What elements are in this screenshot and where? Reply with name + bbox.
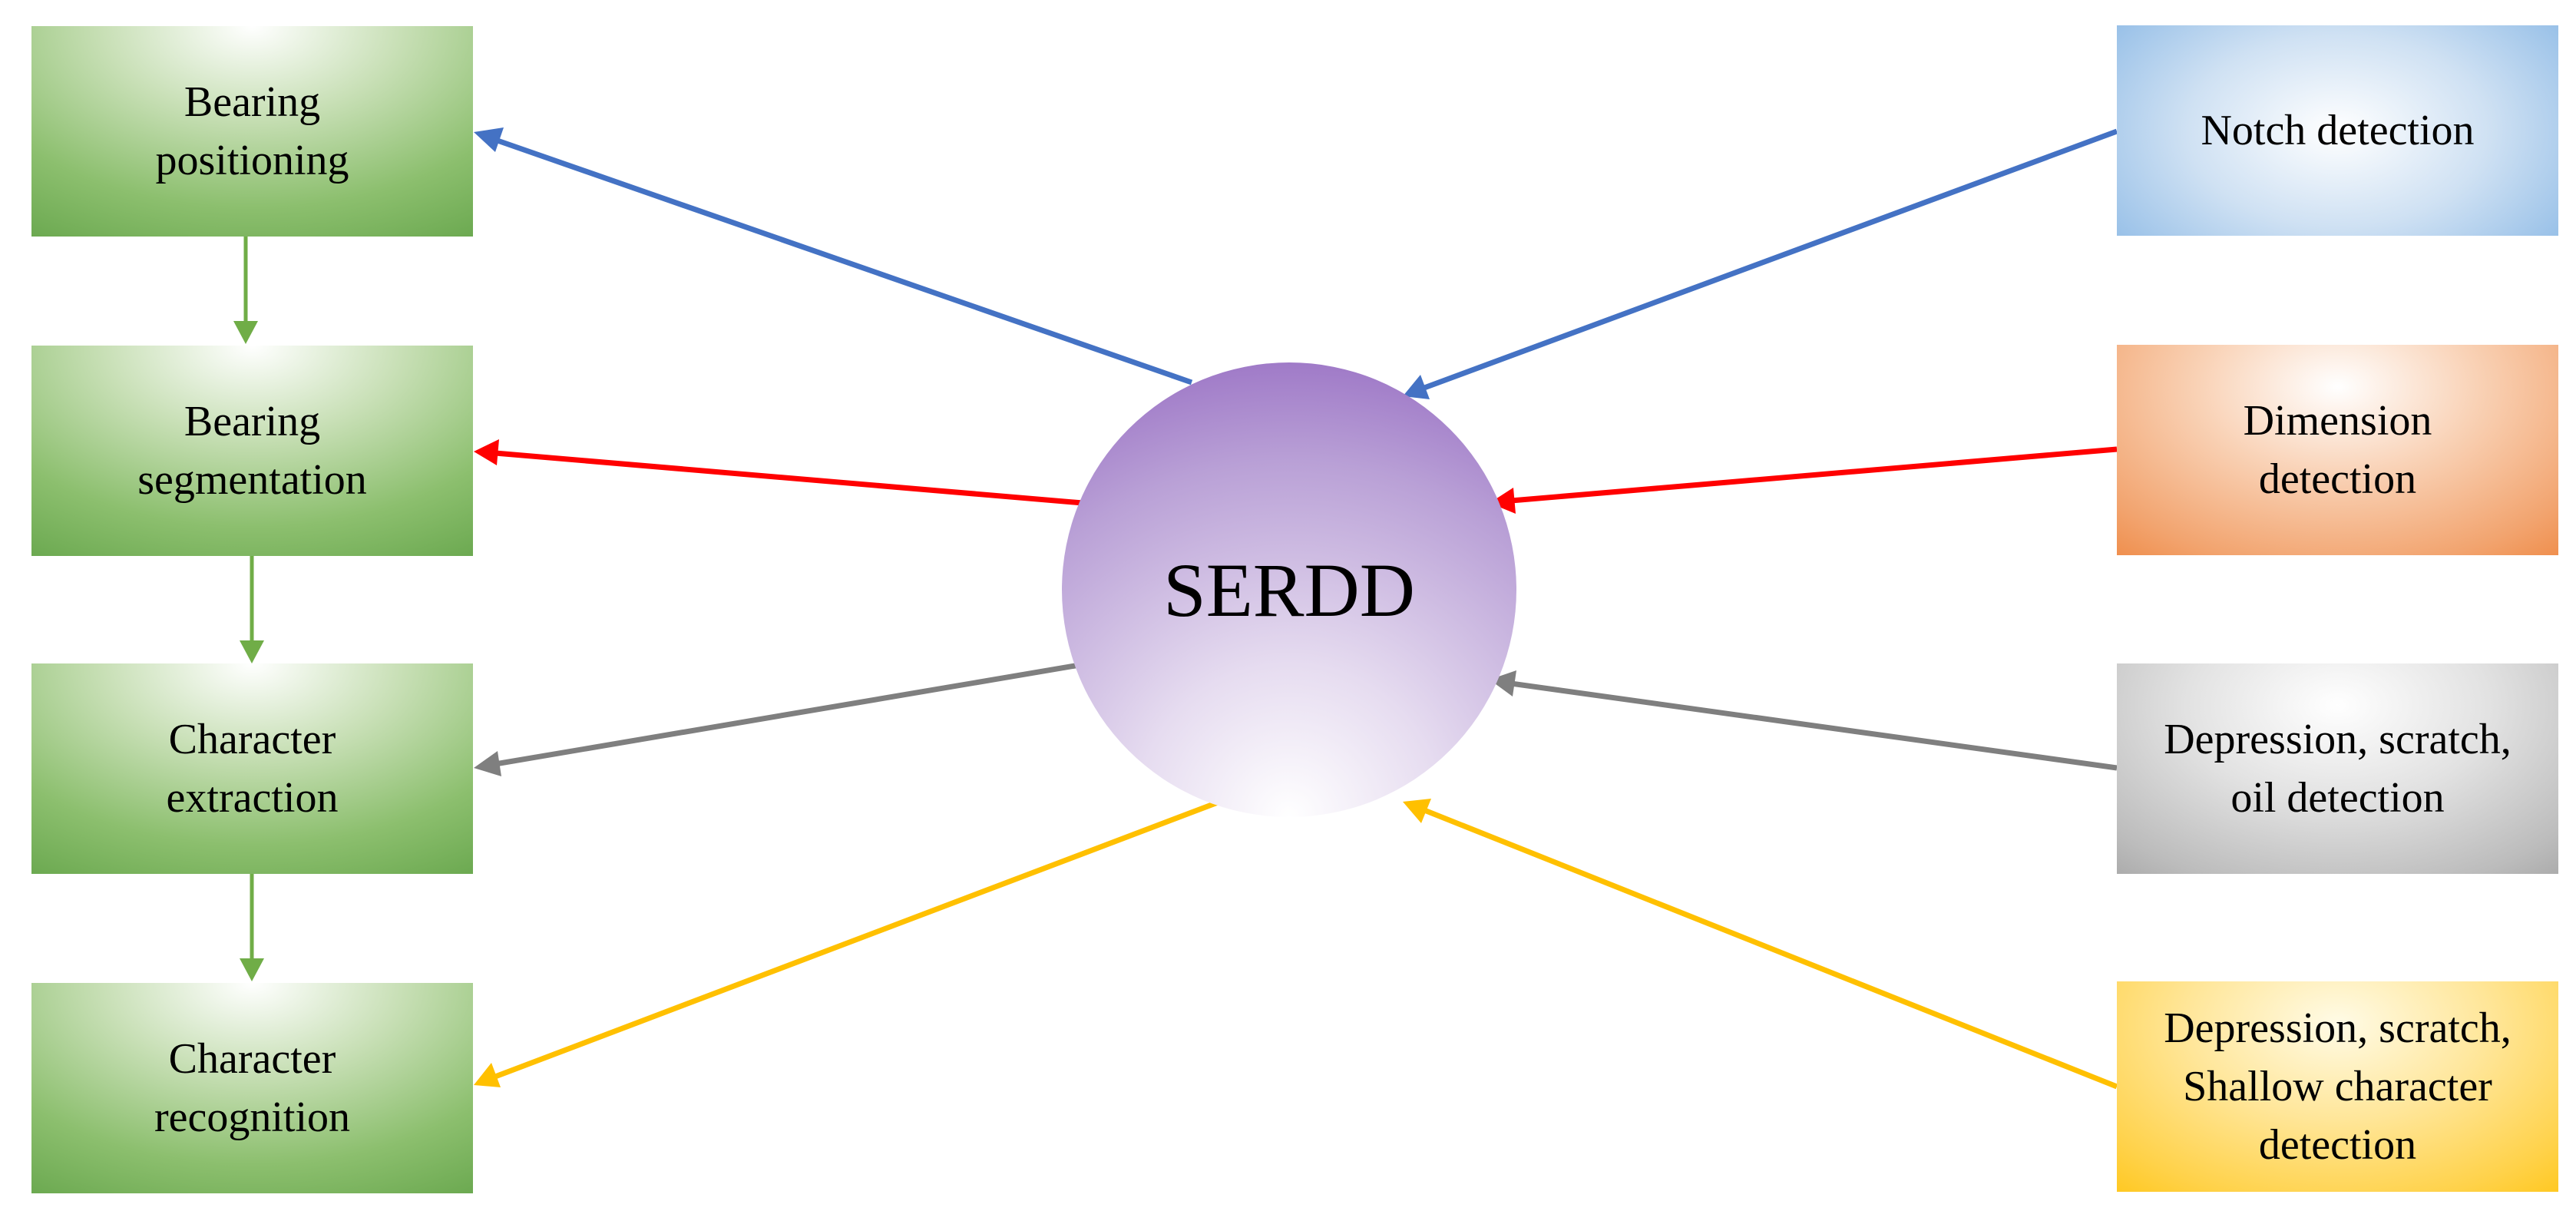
arrow-gray-to-extraction bbox=[474, 662, 1080, 776]
pipeline-arrow-2 bbox=[240, 556, 264, 663]
arrow-yellow-to-recognition bbox=[474, 799, 1219, 1087]
box-line: Depression, scratch, bbox=[2164, 715, 2512, 763]
pipeline-box-recognition: Character recognition bbox=[31, 983, 473, 1193]
box-line: Bearing bbox=[184, 78, 321, 126]
box-line: Character bbox=[168, 1034, 336, 1083]
box-line: Depression, scratch, bbox=[2164, 1004, 2512, 1052]
box-line: detection bbox=[2258, 1121, 2417, 1170]
serdd-center-node: SERDD bbox=[1062, 362, 1516, 817]
box-line: Notch detection bbox=[2201, 106, 2475, 154]
box-line: oil detection bbox=[2230, 774, 2445, 822]
box-line: Character bbox=[168, 715, 336, 763]
box-line: recognition bbox=[154, 1094, 351, 1141]
arrow-blue-to-positioning bbox=[474, 127, 1193, 385]
arrow-red-from-dimension bbox=[1490, 446, 2118, 514]
center-label: SERDD bbox=[1163, 547, 1415, 633]
box-line: positioning bbox=[155, 137, 349, 184]
pipeline-arrow-3 bbox=[240, 874, 264, 981]
detection-box-notch: Notch detection bbox=[2117, 25, 2558, 236]
box-line: detection bbox=[2258, 455, 2417, 503]
box-line: extraction bbox=[166, 774, 339, 822]
pipeline-box-segmentation: Bearing segmentation bbox=[31, 346, 473, 556]
box-line: Bearing bbox=[184, 397, 321, 445]
pipeline-box-positioning: Bearing positioning bbox=[31, 26, 473, 237]
box-line: segmentation bbox=[137, 456, 367, 504]
detection-box-oil: Depression, scratch, oil detection bbox=[2117, 663, 2558, 874]
pipeline-arrow-1 bbox=[233, 237, 258, 344]
box-line: Shallow character bbox=[2183, 1062, 2492, 1110]
arrow-red-to-segmentation bbox=[474, 439, 1083, 506]
pipeline-box-extraction: Character extraction bbox=[31, 663, 473, 874]
arrow-gray-from-oil bbox=[1490, 670, 2118, 771]
arrow-yellow-from-shallow bbox=[1403, 799, 2118, 1090]
box-line: Dimension bbox=[2243, 396, 2432, 445]
detection-box-shallow-character: Depression, scratch, Shallow character d… bbox=[2117, 981, 2558, 1192]
arrow-blue-from-notch bbox=[1403, 128, 2118, 399]
detection-box-dimension: Dimension detection bbox=[2117, 345, 2558, 555]
